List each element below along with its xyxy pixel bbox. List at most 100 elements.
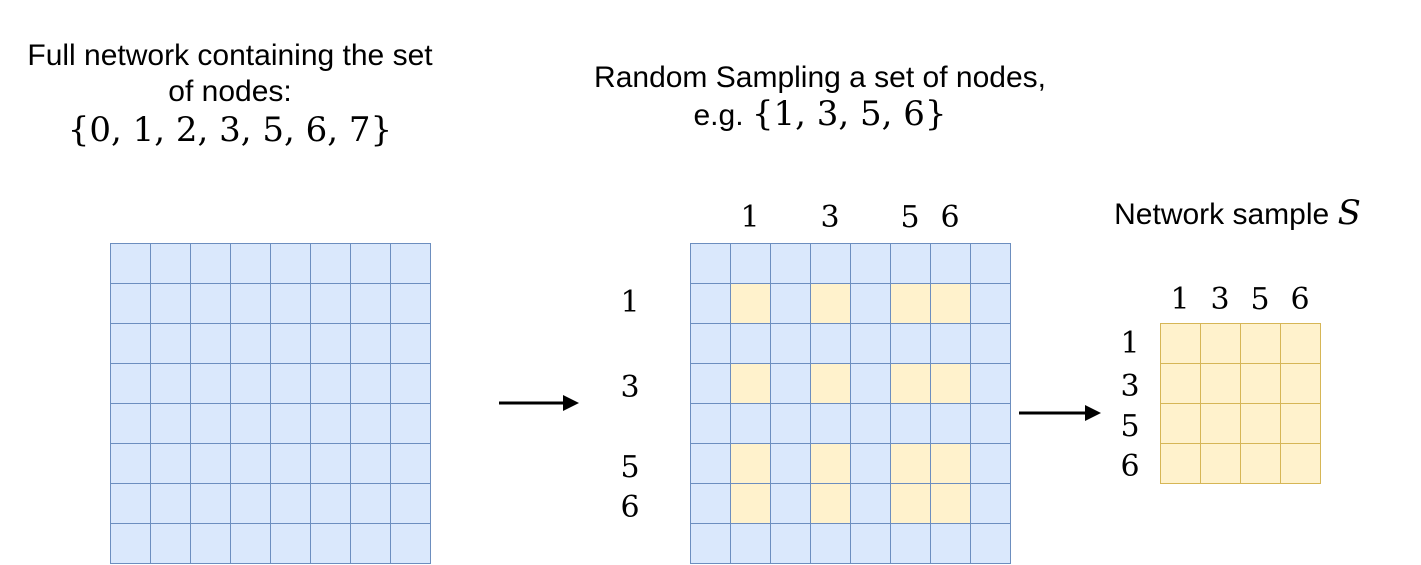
matrix-cell xyxy=(811,484,851,524)
matrix-cell xyxy=(191,444,231,484)
matrix-cell xyxy=(851,444,891,484)
matrix-cell xyxy=(191,404,231,444)
matrix-cell xyxy=(971,364,1011,404)
matrix-cell xyxy=(891,244,931,284)
network-sample-matrix xyxy=(1160,323,1321,484)
matrix-cell xyxy=(1281,364,1321,404)
matrix-cell xyxy=(111,364,151,404)
matrix-cell xyxy=(351,444,391,484)
matrix-cell xyxy=(731,244,771,284)
matrix-cell xyxy=(111,404,151,444)
matrix-cell xyxy=(971,444,1011,484)
caption-network-sample-text: Network sample xyxy=(1114,198,1330,231)
matrix-cell xyxy=(351,404,391,444)
matrix-cell xyxy=(891,364,931,404)
matrix-cell xyxy=(111,444,151,484)
matrix-cell xyxy=(151,404,191,444)
matrix-cell xyxy=(231,364,271,404)
matrix-cell xyxy=(971,284,1011,324)
matrix-cell xyxy=(311,244,351,284)
matrix-cell xyxy=(1241,404,1281,444)
matrix-cell xyxy=(851,404,891,444)
matrix-cell xyxy=(191,244,231,284)
matrix-cell xyxy=(811,404,851,444)
matrix-cell xyxy=(851,324,891,364)
matrix-cell xyxy=(231,404,271,444)
matrix-cell xyxy=(1201,324,1241,364)
matrix-cell xyxy=(731,364,771,404)
sampling-col-label: 6 xyxy=(940,200,960,235)
matrix-cell xyxy=(311,524,351,564)
matrix-cell xyxy=(191,324,231,364)
matrix-cell xyxy=(1161,404,1201,444)
arrow-right-icon xyxy=(1019,405,1101,421)
matrix-cell xyxy=(891,524,931,564)
matrix-cell xyxy=(771,284,811,324)
matrix-cell xyxy=(191,484,231,524)
matrix-cell xyxy=(391,524,431,564)
matrix-cell xyxy=(191,284,231,324)
matrix-cell xyxy=(1201,404,1241,444)
matrix-cell xyxy=(151,444,191,484)
sampling-row-label: 5 xyxy=(620,450,640,485)
sample-col-label: 6 xyxy=(1290,282,1310,317)
matrix-cell xyxy=(311,444,351,484)
caption-network-sample-symbol: S xyxy=(1337,193,1361,233)
matrix-cell xyxy=(231,284,271,324)
matrix-cell xyxy=(971,244,1011,284)
matrix-cell xyxy=(691,244,731,284)
matrix-cell xyxy=(771,484,811,524)
matrix-cell xyxy=(891,324,931,364)
matrix-cell xyxy=(731,484,771,524)
matrix-cell xyxy=(731,444,771,484)
matrix-cell xyxy=(971,524,1011,564)
matrix-cell xyxy=(271,524,311,564)
matrix-cell xyxy=(151,324,191,364)
matrix-cell xyxy=(191,364,231,404)
matrix-cell xyxy=(271,364,311,404)
sampling-row-label: 1 xyxy=(620,285,640,320)
matrix-cell xyxy=(771,404,811,444)
matrix-cell xyxy=(851,524,891,564)
caption-full-network-set: {0, 1, 2, 3, 5, 6, 7} xyxy=(67,110,393,150)
matrix-cell xyxy=(351,524,391,564)
matrix-cell xyxy=(111,524,151,564)
matrix-cell xyxy=(191,524,231,564)
matrix-cell xyxy=(271,484,311,524)
matrix-cell xyxy=(771,444,811,484)
matrix-cell xyxy=(271,324,311,364)
matrix-cell xyxy=(311,284,351,324)
matrix-cell xyxy=(391,364,431,404)
matrix-cell xyxy=(391,324,431,364)
full-network-matrix xyxy=(110,243,431,564)
matrix-cell xyxy=(931,404,971,444)
matrix-cell xyxy=(931,444,971,484)
matrix-cell xyxy=(391,444,431,484)
matrix-cell xyxy=(111,244,151,284)
matrix-cell xyxy=(811,284,851,324)
sample-row-label: 6 xyxy=(1120,449,1140,484)
matrix-cell xyxy=(771,524,811,564)
sampling-col-label: 5 xyxy=(900,200,920,235)
matrix-cell xyxy=(311,364,351,404)
sample-col-label: 5 xyxy=(1250,282,1270,317)
matrix-cell xyxy=(151,524,191,564)
matrix-cell xyxy=(691,324,731,364)
matrix-cell xyxy=(851,284,891,324)
matrix-cell xyxy=(231,524,271,564)
matrix-cell xyxy=(1281,404,1321,444)
matrix-cell xyxy=(731,284,771,324)
matrix-cell xyxy=(151,244,191,284)
matrix-cell xyxy=(851,484,891,524)
caption-random-sampling-text: Random Sampling a set of nodes, e.g. xyxy=(594,61,1046,132)
matrix-cell xyxy=(391,284,431,324)
matrix-cell xyxy=(811,444,851,484)
matrix-cell xyxy=(391,484,431,524)
matrix-cell xyxy=(1161,444,1201,484)
matrix-cell xyxy=(351,244,391,284)
matrix-cell xyxy=(811,524,851,564)
caption-network-sample: Network sample S xyxy=(1085,195,1390,233)
matrix-cell xyxy=(971,484,1011,524)
sampling-row-label: 3 xyxy=(620,370,640,405)
matrix-cell xyxy=(891,284,931,324)
